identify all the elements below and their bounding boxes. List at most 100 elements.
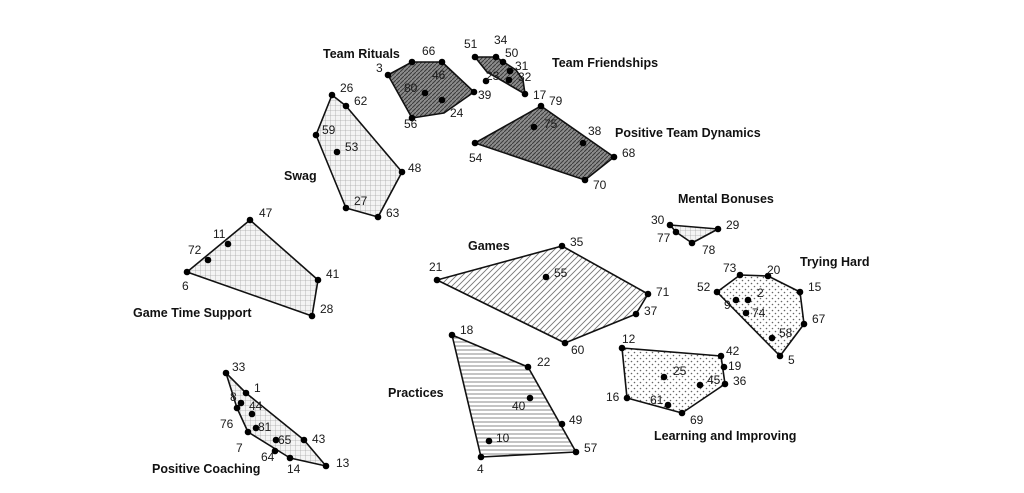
point-label: 39: [478, 88, 492, 102]
point-marker: [342, 204, 350, 212]
cluster-label: Learning and Improving: [654, 429, 796, 443]
point-marker: [796, 288, 804, 296]
point-marker: [530, 123, 538, 131]
point-marker: [222, 369, 230, 377]
point-label: 54: [469, 151, 483, 165]
point-marker: [322, 462, 330, 470]
point-label: 51: [464, 37, 478, 51]
cluster-label: Positive Team Dynamics: [615, 126, 761, 140]
point-label: 62: [354, 94, 368, 108]
cluster-label: Positive Coaching: [152, 462, 260, 476]
cluster-positive-coaching: Positive Coaching: [152, 372, 327, 476]
point-label: 69: [690, 413, 704, 427]
cluster-trying-hard: Trying Hard: [716, 255, 869, 357]
point-marker: [433, 276, 441, 284]
hull-learning-and-improving: [621, 347, 726, 414]
hull-practices: [451, 334, 577, 458]
point-label: 13: [336, 456, 350, 470]
point-label: 33: [232, 360, 246, 374]
point-label: 72: [188, 243, 202, 257]
point-marker: [632, 310, 640, 318]
point-marker: [328, 91, 336, 99]
cluster-label: Practices: [388, 386, 444, 400]
point-label: 31: [515, 59, 529, 73]
cluster-label: Trying Hard: [800, 255, 869, 269]
point-marker: [421, 89, 429, 97]
point-label: 40: [512, 399, 526, 413]
point-label: 67: [812, 312, 826, 326]
point-marker: [286, 454, 294, 462]
point-marker: [714, 225, 722, 233]
point-label: 79: [549, 94, 563, 108]
point-label: 16: [606, 390, 620, 404]
point-marker: [764, 272, 772, 280]
point-marker: [438, 96, 446, 104]
point-marker: [736, 271, 744, 279]
point-marker: [664, 401, 672, 409]
cluster-label: Game Time Support: [133, 306, 252, 320]
cluster-label: Team Rituals: [323, 47, 400, 61]
point-label: 27: [354, 194, 368, 208]
cluster-label: Games: [468, 239, 510, 253]
point-marker: [610, 153, 618, 161]
point-marker: [248, 410, 256, 418]
point-marker: [272, 436, 280, 444]
hull-game-time-support: [186, 219, 319, 317]
point-label: 65: [278, 433, 292, 447]
point-label: 60: [571, 343, 585, 357]
point-marker: [644, 290, 652, 298]
point-marker: [672, 228, 680, 236]
cluster-positive-team-dynamics: Positive Team Dynamics: [474, 105, 761, 181]
point-marker: [713, 288, 721, 296]
point-label: 47: [259, 206, 273, 220]
point-label: 26: [340, 81, 354, 95]
point-label: 75: [544, 117, 558, 131]
point-marker: [271, 447, 279, 455]
point-label: 55: [554, 266, 568, 280]
point-label: 66: [422, 44, 436, 58]
cluster-mental-bonuses: Mental Bonuses: [669, 192, 774, 244]
point-marker: [660, 373, 668, 381]
point-marker: [742, 309, 750, 317]
point-marker: [448, 331, 456, 339]
point-marker: [732, 296, 740, 304]
point-marker: [666, 221, 674, 229]
point-marker: [542, 273, 550, 281]
point-label: 64: [261, 450, 275, 464]
hull-games: [436, 245, 649, 344]
point-label: 7: [236, 441, 243, 455]
cluster-practices: Practices: [388, 334, 577, 458]
point-label: 15: [808, 280, 822, 294]
point-label: 50: [505, 46, 519, 60]
point-label: 58: [779, 326, 793, 340]
point-label: 36: [733, 374, 747, 388]
point-marker: [408, 114, 416, 122]
point-marker: [558, 420, 566, 428]
point-label: 19: [728, 359, 742, 373]
point-label: 32: [518, 70, 532, 84]
point-label: 52: [697, 280, 711, 294]
point-marker: [237, 399, 245, 407]
point-label: 35: [570, 235, 584, 249]
point-label: 14: [287, 462, 301, 476]
point-marker: [333, 148, 341, 156]
point-marker: [717, 352, 725, 360]
point-marker: [244, 428, 252, 436]
point-marker: [183, 268, 191, 276]
point-label: 2: [757, 286, 764, 300]
point-label: 22: [537, 355, 551, 369]
point-label: 59: [322, 123, 336, 137]
point-markers: 3 66 46 80 39 24 56 51 34 50 31 23 32 17…: [182, 33, 826, 476]
point-label: 44: [249, 399, 263, 413]
point-marker: [505, 76, 513, 84]
point-label: 71: [656, 285, 670, 299]
point-marker: [312, 131, 320, 139]
point-marker: [696, 381, 704, 389]
point-marker: [252, 424, 260, 432]
point-label: 5: [788, 353, 795, 367]
point-label: 28: [320, 302, 334, 316]
point-label: 80: [404, 81, 418, 95]
point-marker: [521, 90, 529, 98]
point-label: 73: [723, 261, 737, 275]
point-label: 74: [752, 306, 766, 320]
